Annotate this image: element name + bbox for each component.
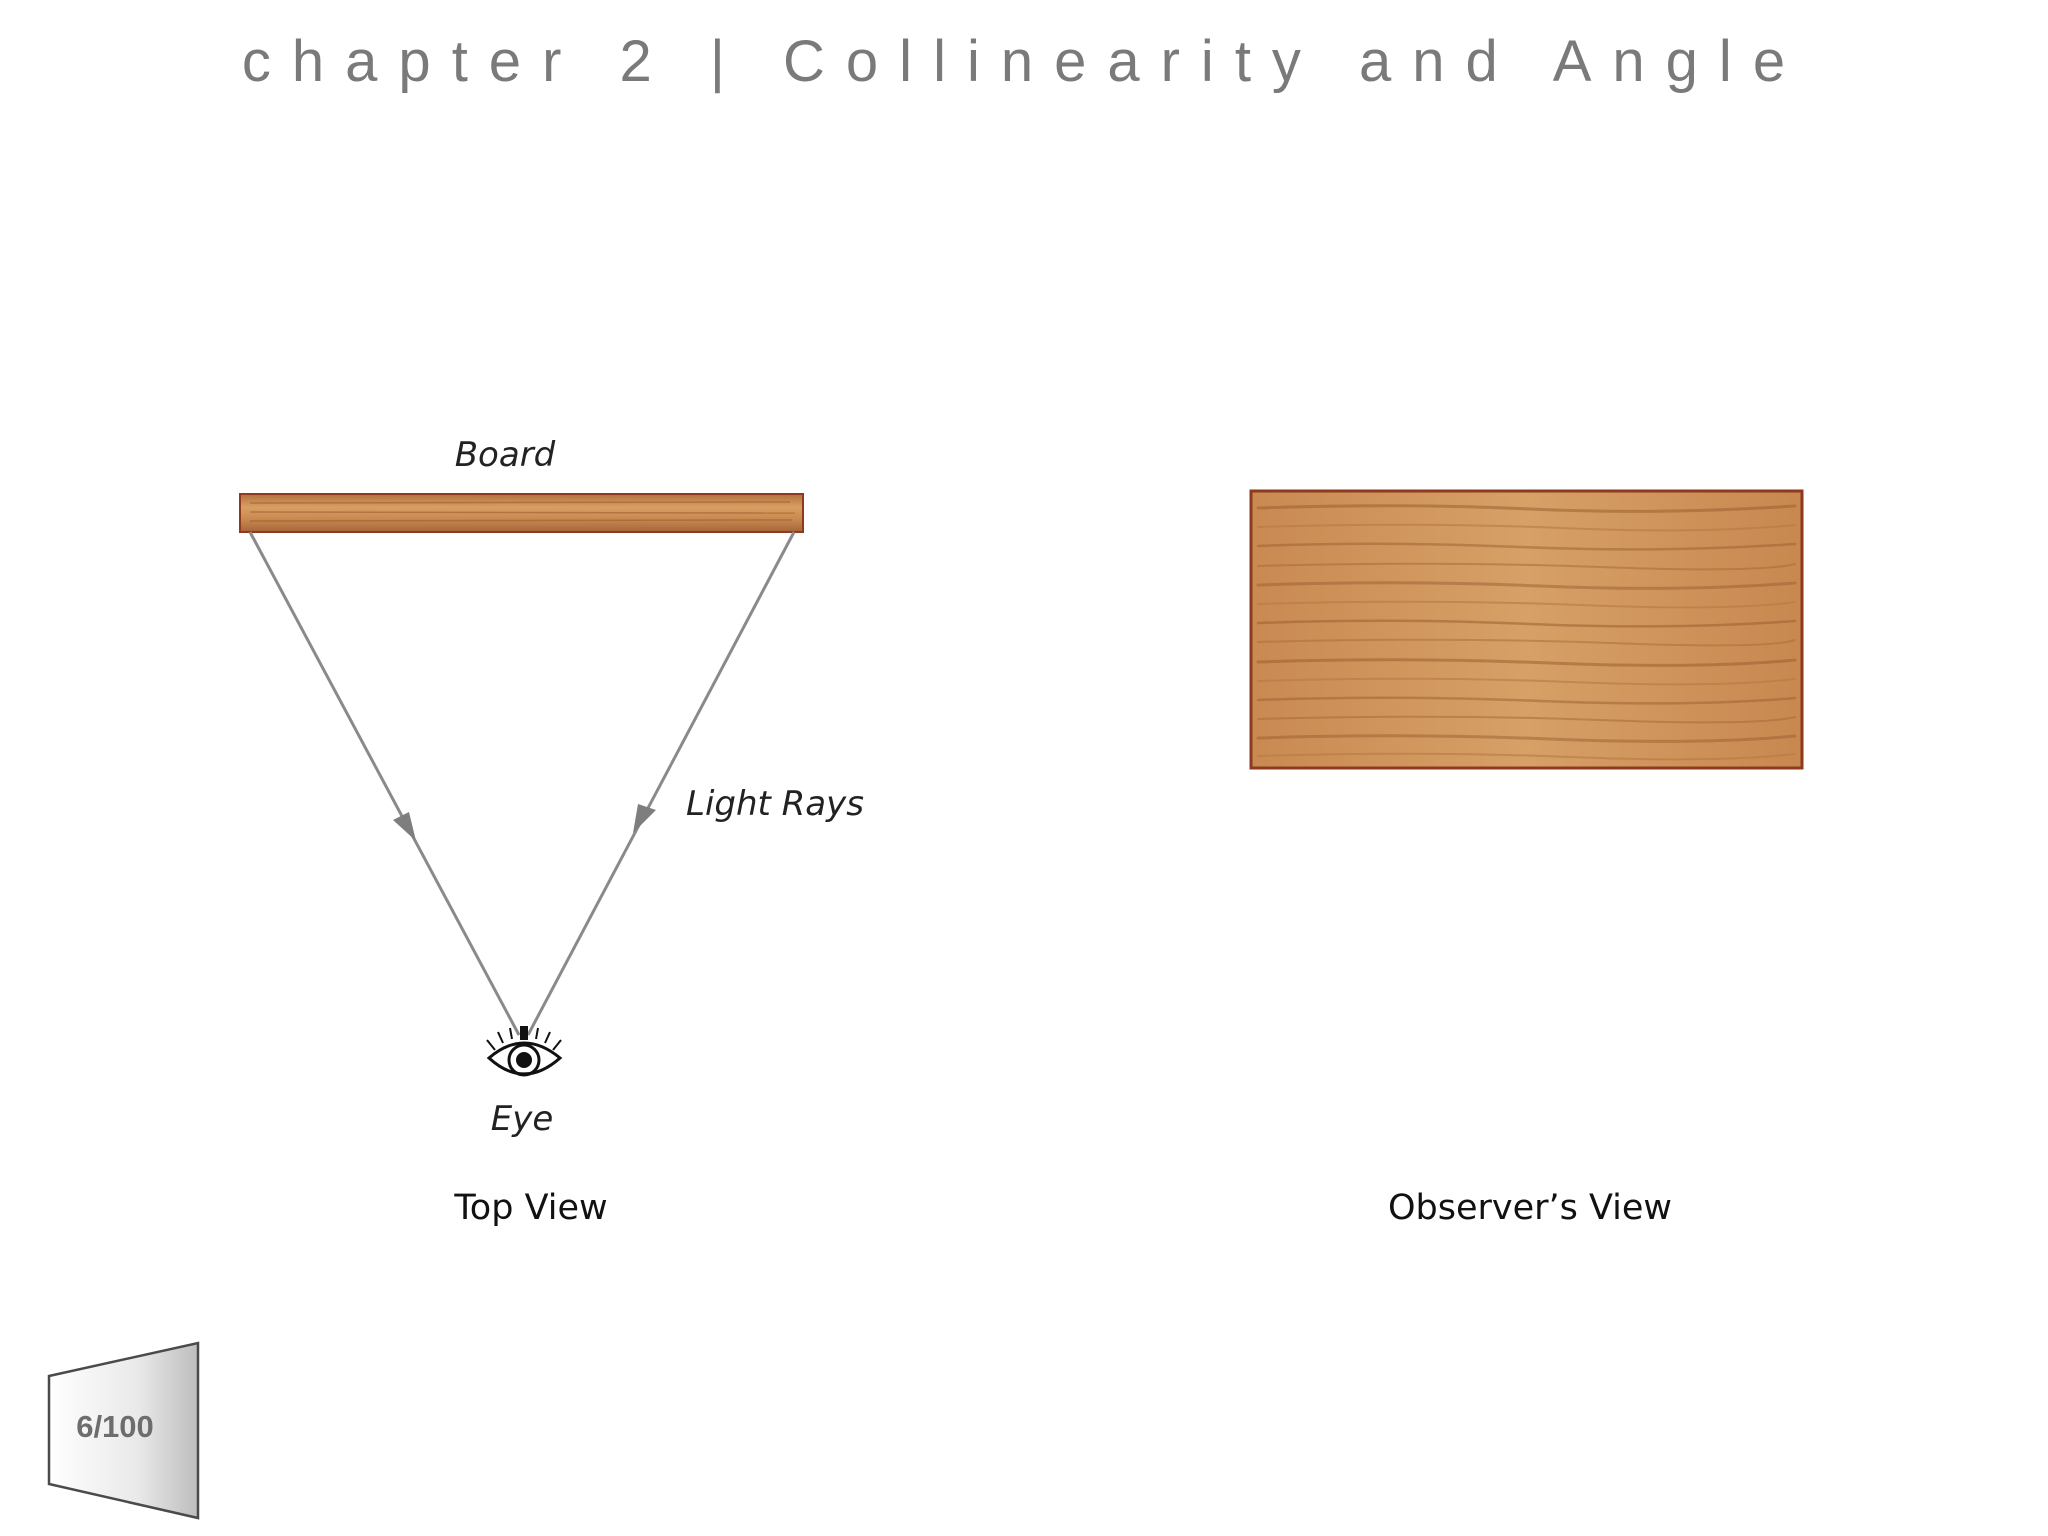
- ray-arrowhead-right: [633, 804, 656, 833]
- top-view-caption: Top View: [453, 1188, 607, 1228]
- top-view-diagram: Board Light Rays Eye Top View: [239, 435, 864, 1228]
- light-rays-label: Light Rays: [686, 784, 864, 824]
- light-ray-left: [248, 531, 521, 1036]
- eye-icon: [486, 1026, 563, 1077]
- board-top-grain: [249, 501, 796, 522]
- page-title: chapter 2 | Collinearity and Angle: [241, 29, 1807, 94]
- light-ray-right: [526, 531, 796, 1036]
- page-number: 6/100: [76, 1409, 154, 1444]
- page-badge: [47, 1341, 200, 1520]
- board-front-grain: [1256, 504, 1797, 761]
- board-label: Board: [455, 435, 556, 475]
- board-front: [1249, 489, 1804, 770]
- eye-label: Eye: [491, 1099, 554, 1139]
- ray-arrowhead-left: [393, 812, 416, 841]
- observer-view-diagram: Observer’s View: [1249, 489, 1804, 1228]
- observer-view-caption: Observer’s View: [1388, 1188, 1672, 1228]
